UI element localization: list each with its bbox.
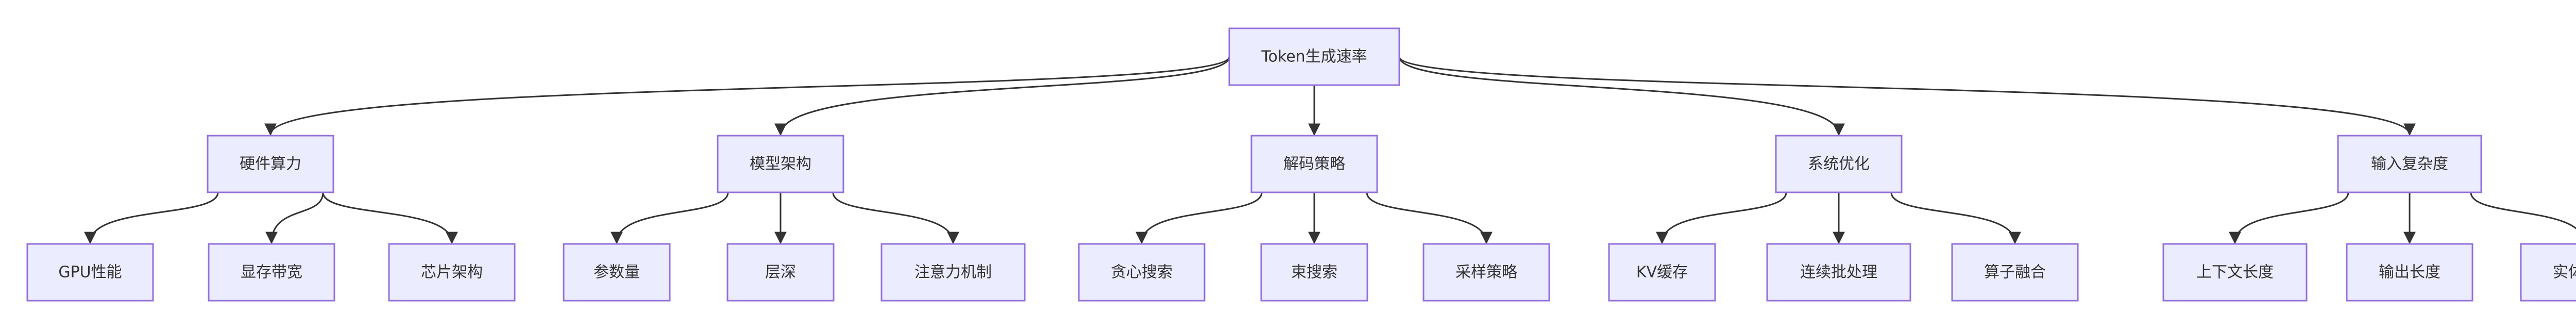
leaf-node-beam: 束搜索 bbox=[1260, 243, 1368, 302]
leaf-node-fusion: 算子融合 bbox=[1951, 243, 2079, 302]
category-node-hw-box bbox=[207, 135, 334, 193]
leaf-node-depth-label: 层深 bbox=[765, 264, 796, 282]
leaf-node-fusion-label: 算子融合 bbox=[1984, 264, 2046, 282]
leaf-node-attn-label: 注意力机制 bbox=[914, 264, 992, 282]
leaf-node-kv-label: KV缓存 bbox=[1636, 264, 1688, 282]
leaf-node-gpu: GPU性能 bbox=[26, 243, 154, 302]
category-node-sys: 系统优化 bbox=[1775, 135, 1903, 193]
leaf-node-density-box bbox=[2520, 243, 2576, 302]
category-node-decode-label: 解码策略 bbox=[1283, 155, 1345, 173]
leaf-node-depth-box bbox=[726, 243, 835, 302]
edges-layer bbox=[84, 56, 2576, 244]
category-node-sys-box bbox=[1775, 135, 1903, 193]
leaf-node-chip-box bbox=[388, 243, 516, 302]
leaf-node-attn: 注意力机制 bbox=[880, 243, 1026, 302]
edge-root-sys bbox=[1398, 56, 1845, 136]
leaf-node-greedy-box bbox=[1078, 243, 1206, 302]
leaf-node-gpu-label: GPU性能 bbox=[58, 264, 122, 282]
leaf-node-ctx-label: 上下文长度 bbox=[2196, 264, 2274, 282]
leaf-node-greedy: 贪心搜索 bbox=[1078, 243, 1206, 302]
edge-sys-fusion bbox=[1890, 192, 2021, 244]
leaf-node-chip-label: 芯片架构 bbox=[421, 264, 483, 282]
leaf-node-density: 实体密度 bbox=[2520, 243, 2576, 302]
category-node-input-label: 输入复杂度 bbox=[2371, 155, 2448, 173]
category-node-decode: 解码策略 bbox=[1250, 135, 1378, 193]
leaf-node-outlen-label: 输出长度 bbox=[2379, 264, 2441, 282]
edge-sys-kv bbox=[1656, 192, 1787, 244]
edge-hw-gpu bbox=[84, 192, 219, 244]
category-node-input-box bbox=[2337, 135, 2482, 193]
category-node-model: 模型架构 bbox=[717, 135, 844, 193]
root-node-box bbox=[1228, 27, 1400, 86]
leaf-node-batch-box bbox=[1766, 243, 1911, 302]
edge-hw-mem bbox=[265, 192, 324, 244]
root-node: Token生成速率 bbox=[1228, 27, 1400, 86]
category-node-hw-label: 硬件算力 bbox=[240, 155, 301, 173]
leaf-node-greedy-label: 贪心搜索 bbox=[1111, 264, 1173, 282]
leaf-node-beam-box bbox=[1260, 243, 1368, 302]
leaf-node-mem: 显存带宽 bbox=[208, 243, 335, 302]
leaf-node-mem-label: 显存带宽 bbox=[241, 264, 302, 282]
edge-input-ctx bbox=[2229, 192, 2349, 244]
leaf-node-ctx-box bbox=[2162, 243, 2308, 302]
leaf-node-gpu-box bbox=[26, 243, 154, 302]
leaf-node-outlen: 输出长度 bbox=[2346, 243, 2473, 302]
root-node-label: Token生成速率 bbox=[1261, 48, 1367, 66]
edge-input-density bbox=[2470, 192, 2576, 229]
edge-decode-sample bbox=[1366, 192, 1493, 244]
leaf-node-sample: 采样策略 bbox=[1422, 243, 1550, 302]
leaf-node-sample-label: 采样策略 bbox=[1455, 264, 1517, 282]
leaf-node-kv: KV缓存 bbox=[1608, 243, 1716, 302]
leaf-node-sample-box bbox=[1422, 243, 1550, 302]
leaf-node-attn-box bbox=[880, 243, 1026, 302]
leaf-node-kv-box bbox=[1608, 243, 1716, 302]
edge-root-input bbox=[1398, 56, 2416, 136]
edge-decode-greedy bbox=[1136, 192, 1263, 244]
leaf-node-batch: 连续批处理 bbox=[1766, 243, 1911, 302]
leaf-node-density-label: 实体密度 bbox=[2553, 264, 2576, 282]
edge-model-params bbox=[611, 192, 729, 244]
category-node-hw: 硬件算力 bbox=[207, 135, 334, 193]
category-node-sys-label: 系统优化 bbox=[1808, 155, 1870, 173]
edge-root-hw bbox=[264, 56, 1230, 136]
category-node-decode-box bbox=[1250, 135, 1378, 193]
edge-model-attn bbox=[832, 192, 959, 244]
leaf-node-params: 参数量 bbox=[563, 243, 671, 302]
leaf-node-batch-label: 连续批处理 bbox=[1800, 264, 1877, 282]
edge-hw-chip bbox=[322, 192, 458, 244]
category-node-model-box bbox=[717, 135, 844, 193]
leaf-node-depth: 层深 bbox=[726, 243, 835, 302]
leaf-node-outlen-box bbox=[2346, 243, 2473, 302]
leaf-node-beam-label: 束搜索 bbox=[1291, 264, 1337, 282]
leaf-node-chip: 芯片架构 bbox=[388, 243, 516, 302]
leaf-node-ctx: 上下文长度 bbox=[2162, 243, 2308, 302]
category-node-input: 输入复杂度 bbox=[2337, 135, 2482, 193]
leaf-node-params-label: 参数量 bbox=[594, 264, 640, 282]
leaf-node-params-box bbox=[563, 243, 671, 302]
leaf-node-fusion-box bbox=[1951, 243, 2079, 302]
leaf-node-mem-box bbox=[208, 243, 335, 302]
category-node-model-label: 模型架构 bbox=[750, 155, 811, 173]
edge-root-model bbox=[774, 56, 1230, 136]
